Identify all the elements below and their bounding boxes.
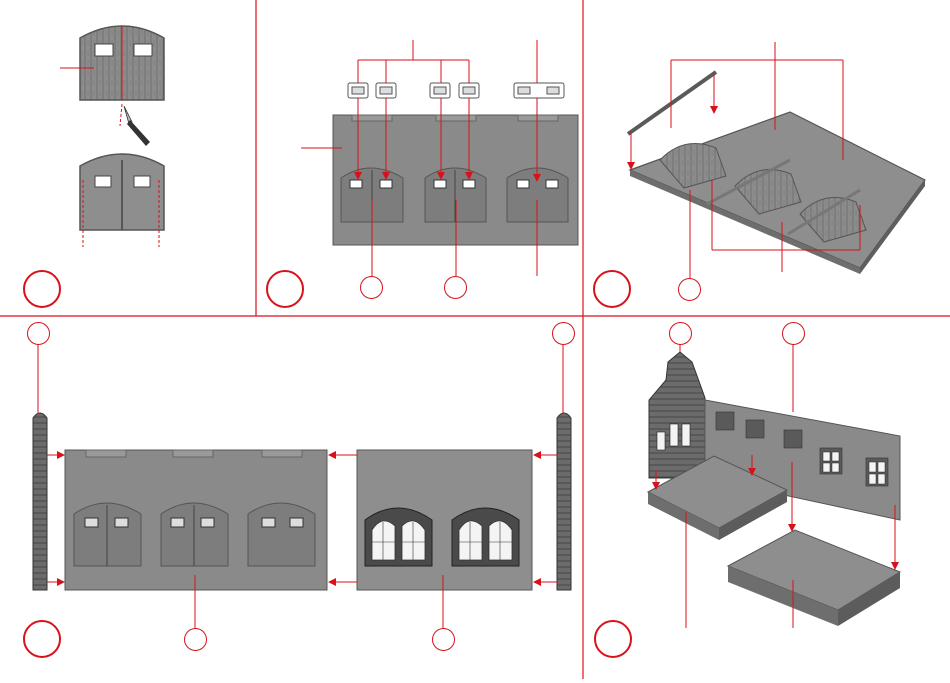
door-wall-part	[65, 450, 327, 590]
window-wall-part	[357, 450, 532, 590]
part-callout-d1	[27, 322, 50, 345]
part-callout-e2	[782, 322, 805, 345]
step-number-b	[266, 270, 304, 308]
window-pane-parts	[348, 83, 564, 98]
door-panel-part	[80, 154, 164, 230]
panel-step-e	[648, 344, 900, 628]
part-callout-e1	[669, 322, 692, 345]
part-callout-d3	[184, 628, 207, 651]
step-number-c	[593, 270, 631, 308]
panel-step-a	[60, 26, 164, 247]
part-callout-b1	[360, 276, 383, 299]
hobby-knife-icon	[120, 104, 150, 146]
panel-step-b	[301, 40, 578, 276]
panel-step-c	[628, 42, 925, 278]
step-number-e	[594, 620, 632, 658]
part-callout-c1	[678, 278, 701, 301]
step-number-d	[23, 620, 61, 658]
base-plate-large-part	[728, 530, 900, 626]
corner-post-left	[33, 413, 47, 590]
part-callout-b2	[444, 276, 467, 299]
side-strip-part	[628, 72, 716, 134]
corner-post-right	[557, 413, 571, 590]
part-callout-d2	[552, 322, 575, 345]
wooden-door-part	[80, 26, 164, 100]
part-callout-d4	[432, 628, 455, 651]
panel-step-d	[33, 344, 571, 628]
gable-wall-part	[649, 352, 705, 478]
step-number-a	[23, 270, 61, 308]
